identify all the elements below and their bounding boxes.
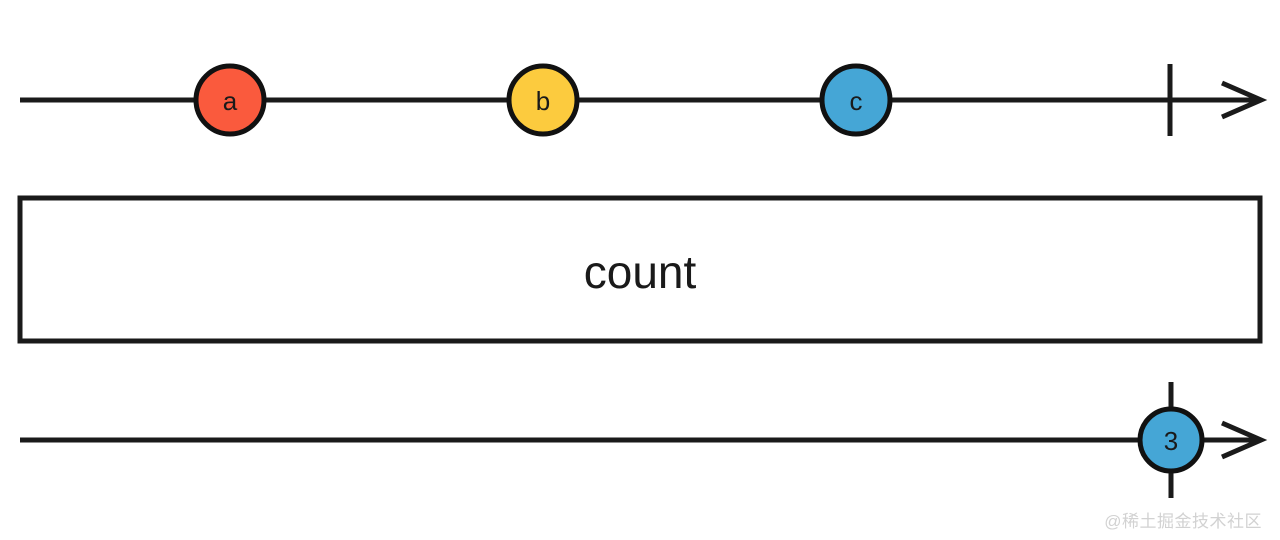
output-timeline-arrowhead [1221, 420, 1268, 460]
marble-a[interactable]: a [193, 63, 267, 137]
operator-box[interactable]: count [17, 195, 1263, 344]
marble-result-3-circle[interactable] [1137, 406, 1205, 474]
output-timeline: 3 [20, 382, 1268, 498]
marble-result-3-label: 3 [1164, 426, 1178, 456]
marble-b[interactable]: b [506, 63, 580, 137]
operator-box-rect[interactable] [17, 195, 1263, 344]
watermark: @稀土掘金技术社区 [1104, 512, 1262, 531]
operator-box-label: count [584, 246, 697, 298]
marble-result-3[interactable]: 3 [1137, 406, 1205, 474]
marble-a-circle[interactable] [193, 63, 267, 137]
marble-c-circle[interactable] [819, 63, 893, 137]
marble-a-label: a [223, 86, 238, 116]
source-timeline: a b c [20, 63, 1268, 137]
marble-b-circle[interactable] [506, 63, 580, 137]
marble-c[interactable]: c [819, 63, 893, 137]
source-timeline-arrowhead [1221, 80, 1268, 120]
marble-b-label: b [536, 86, 550, 116]
marble-c-label: c [850, 86, 863, 116]
